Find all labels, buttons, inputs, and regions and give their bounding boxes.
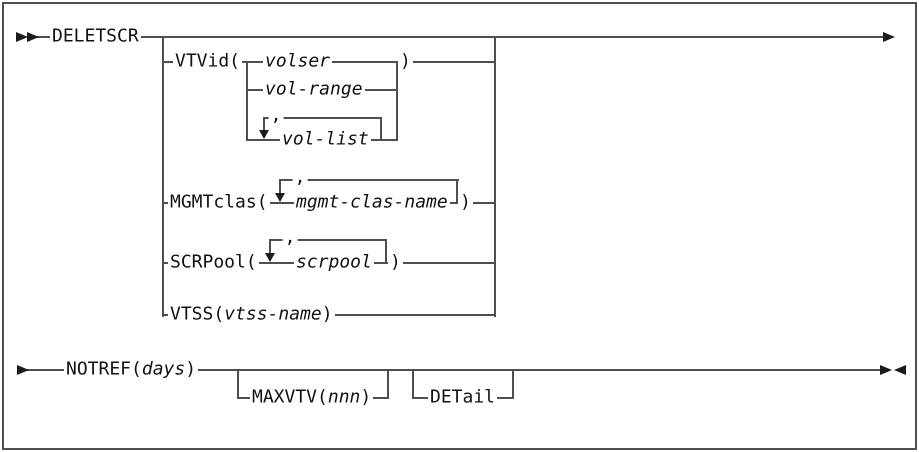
- detail-branch-right-rail: [512, 369, 514, 399]
- vol-list-loop-top-rail: [263, 117, 382, 119]
- row2-start-arrow-icon: [17, 365, 29, 375]
- main-rail-2: [27, 369, 880, 371]
- mgmtclas-keyword: MGMTclas(: [168, 191, 270, 214]
- end-arrow-left-icon: [894, 365, 906, 375]
- vtvid-keyword: VTVid(: [173, 50, 243, 73]
- notref-close-paren: ): [185, 358, 197, 380]
- continue-arrow-icon: [883, 32, 895, 42]
- main-rail-1: [36, 36, 883, 38]
- start-arrow-icon: [27, 32, 39, 42]
- mgmtclas-variable: mgmt-clas-name: [294, 191, 450, 214]
- start-arrow-icon: [16, 32, 28, 42]
- branch-rail-left: [162, 36, 164, 317]
- mgmtclas-loop-right-rail: [456, 179, 458, 204]
- scrpool-loop-left-rail: [269, 239, 271, 253]
- mgmtclas-close-paren: ): [458, 191, 473, 214]
- scrpool-variable: scrpool: [294, 251, 374, 274]
- notref-parameter: NOTREF(days): [64, 358, 199, 381]
- maxvtv-branch-left-rail: [237, 369, 239, 399]
- mgmtclas-loop-left-rail: [279, 179, 281, 193]
- command-keyword: DELETSCR: [50, 25, 141, 48]
- scrpool-loop-arrow-icon: [265, 253, 275, 262]
- scrpool-keyword: SCRPool(: [168, 251, 259, 274]
- vtss-variable: vtss-name: [224, 303, 322, 325]
- mgmtclas-separator: ,: [292, 166, 308, 188]
- maxvtv-close-paren: ): [360, 386, 372, 408]
- vtvid-choice-rail-right: [396, 61, 398, 141]
- scrpool-loop-top-rail: [269, 239, 387, 241]
- detail-branch-left-rail: [412, 369, 414, 399]
- vtvid-choice-vol-range: vol-range: [263, 78, 365, 101]
- mgmtclas-loop-arrow-icon: [275, 193, 285, 202]
- detail-keyword: DETail: [428, 386, 498, 409]
- vtvid-choice-rail-left: [246, 61, 248, 141]
- scrpool-separator: ,: [282, 226, 298, 248]
- vtss-parameter: VTSS(vtss-name): [168, 303, 335, 326]
- vtvid-choice-vol-list: vol-list: [280, 128, 371, 151]
- vtss-close-paren: ): [321, 303, 333, 325]
- vtss-keyword: VTSS(: [170, 303, 225, 325]
- end-arrow-right-icon: [880, 365, 892, 375]
- vol-list-loop-arrow-icon: [259, 130, 269, 139]
- maxvtv-keyword: MAXVTV(: [252, 386, 328, 408]
- notref-variable: days: [141, 358, 186, 380]
- maxvtv-branch-right-rail: [387, 369, 389, 399]
- vtvid-choice-volser: volser: [263, 50, 333, 73]
- vol-list-separator: ,: [268, 104, 284, 126]
- vol-list-loop-left-rail: [263, 117, 265, 131]
- branch-rail-right: [494, 36, 496, 317]
- notref-keyword: NOTREF(: [66, 358, 142, 380]
- scrpool-close-paren: ): [388, 251, 403, 274]
- vtvid-close-paren: ): [398, 50, 413, 73]
- maxvtv-parameter: MAXVTV(nnn): [250, 386, 374, 409]
- scrpool-loop-right-rail: [385, 239, 387, 264]
- vol-list-loop-right-rail: [380, 117, 382, 141]
- maxvtv-variable: nnn: [327, 386, 361, 408]
- mgmtclas-loop-top-rail: [279, 179, 459, 181]
